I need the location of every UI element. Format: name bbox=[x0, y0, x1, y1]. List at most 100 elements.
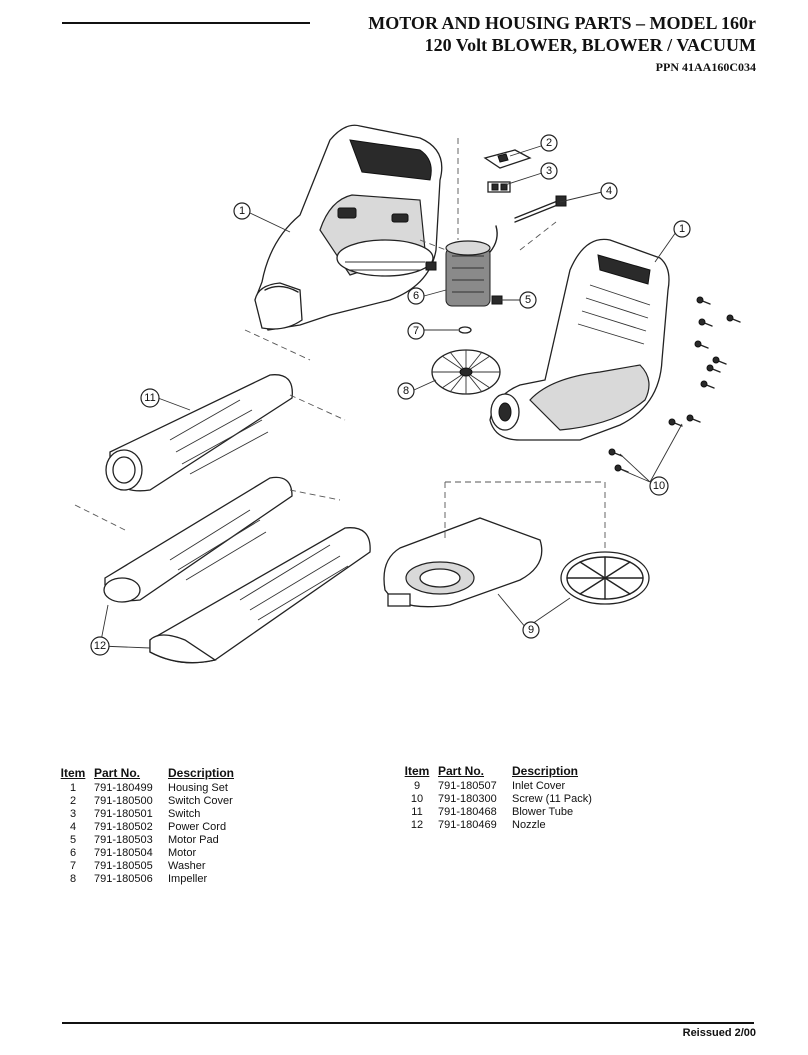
page-title: MOTOR AND HOUSING PARTS – MODEL 160r 120… bbox=[368, 12, 756, 76]
parts-table-left: Item Part No. Description 1 791-180499 Hou… bbox=[58, 766, 234, 886]
item-number: 9 bbox=[413, 780, 421, 792]
callout-label: 11 bbox=[144, 392, 155, 404]
footer-rule bbox=[62, 1022, 754, 1024]
callout-label: 12 bbox=[94, 640, 106, 652]
item-number: 5 bbox=[69, 834, 77, 846]
part-description: Washer bbox=[168, 860, 206, 872]
table-row: 6 791-180504 Motor bbox=[58, 847, 234, 860]
table-row: 2 791-180500 Switch Cover bbox=[58, 795, 234, 808]
callout-8: 8 bbox=[397, 382, 415, 400]
item-number: 8 bbox=[69, 873, 77, 885]
part-number: 791-180468 bbox=[438, 806, 497, 818]
part-description: Impeller bbox=[168, 873, 208, 885]
table-header-row: Item Part No. Description bbox=[402, 764, 592, 780]
callout-4: 4 bbox=[600, 182, 618, 200]
part-number: 791-180501 bbox=[94, 808, 153, 820]
part-number: 791-180503 bbox=[94, 834, 153, 846]
part-number: 791-180502 bbox=[94, 821, 153, 833]
table-row: 11 791-180468 Blower Tube bbox=[402, 806, 592, 819]
footer-reissue-date: Reissued 2/00 bbox=[682, 1027, 756, 1039]
callout-label: 6 bbox=[413, 290, 419, 302]
nozzle-tube bbox=[103, 476, 293, 603]
left-housing-half bbox=[254, 124, 443, 331]
callout-label: 8 bbox=[403, 385, 409, 397]
callout-label: 3 bbox=[546, 165, 552, 177]
part-description: Switch bbox=[168, 808, 201, 820]
impeller bbox=[431, 349, 501, 395]
table-row: 12 791-180469 Nozzle bbox=[402, 819, 592, 832]
part-number-line: PPN 41AA160C034 bbox=[655, 60, 756, 74]
callout-1a: 1 bbox=[233, 202, 251, 220]
part-description: Switch Cover bbox=[168, 795, 233, 807]
item-number: 10 bbox=[410, 793, 424, 805]
callout-2: 2 bbox=[540, 134, 558, 152]
callout-label: 5 bbox=[525, 294, 531, 306]
column-header-description: Description bbox=[512, 764, 579, 778]
table-header-row: Item Part No. Description bbox=[58, 766, 234, 782]
part-number: 791-180300 bbox=[438, 793, 497, 805]
table-row: 10 791-180300 Screw (11 Pack) bbox=[402, 793, 592, 806]
washer bbox=[458, 326, 472, 334]
part-number: 791-180507 bbox=[438, 780, 497, 792]
table-row: 9 791-180507 Inlet Cover bbox=[402, 780, 592, 793]
parts-table-right: Item Part No. Description 9 791-180507 Inl… bbox=[402, 764, 592, 832]
switch-cover bbox=[483, 149, 532, 169]
switch bbox=[487, 181, 511, 193]
part-number: 791-180504 bbox=[94, 847, 153, 859]
part-description: Nozzle bbox=[512, 819, 546, 831]
callout-label: 2 bbox=[546, 137, 552, 149]
callout-label: 4 bbox=[606, 185, 612, 197]
item-number: 1 bbox=[69, 782, 77, 794]
motor bbox=[445, 225, 498, 307]
part-number: 791-180505 bbox=[94, 860, 153, 872]
item-number: 7 bbox=[69, 860, 77, 872]
motor-pad bbox=[425, 261, 437, 271]
item-number: 4 bbox=[69, 821, 77, 833]
column-header-part-no: Part No. bbox=[438, 764, 485, 778]
part-description: Power Cord bbox=[168, 821, 227, 833]
right-housing-half bbox=[489, 238, 670, 441]
part-number: 791-180500 bbox=[94, 795, 153, 807]
callout-12: 12 bbox=[90, 636, 110, 656]
callout-3: 3 bbox=[540, 162, 558, 180]
item-number: 3 bbox=[69, 808, 77, 820]
callout-label: 7 bbox=[413, 325, 419, 337]
header-rule bbox=[62, 22, 310, 24]
nozzle-flat bbox=[149, 527, 371, 664]
item-number: 12 bbox=[410, 819, 424, 831]
callout-10: 10 bbox=[649, 476, 669, 496]
callout-6: 6 bbox=[407, 287, 425, 305]
item-number: 6 bbox=[69, 847, 77, 859]
part-description: Housing Set bbox=[168, 782, 228, 794]
table-row: 4 791-180502 Power Cord bbox=[58, 821, 234, 834]
callout-5: 5 bbox=[519, 291, 537, 309]
part-number: 791-180469 bbox=[438, 819, 497, 831]
callout-label: 1 bbox=[679, 223, 685, 235]
table-row: 3 791-180501 Switch bbox=[58, 808, 234, 821]
part-description: Blower Tube bbox=[512, 806, 574, 818]
callout-label: 9 bbox=[528, 624, 534, 636]
part-description: Screw (11 Pack) bbox=[512, 793, 592, 805]
exploded-parts-diagram: 1 2 3 4 1 6 5 7 8 11 10 9 12 bbox=[74, 124, 741, 664]
part-number: 791-180499 bbox=[94, 782, 153, 794]
blower-tube bbox=[105, 374, 293, 492]
inlet-cover bbox=[383, 517, 543, 608]
part-description: Motor bbox=[168, 847, 197, 859]
table-row: 1 791-180499 Housing Set bbox=[58, 782, 234, 795]
column-header-description: Description bbox=[168, 766, 235, 780]
inlet-grate bbox=[560, 551, 650, 605]
column-header-item: Item bbox=[60, 766, 86, 780]
callout-7: 7 bbox=[407, 322, 425, 340]
item-number: 2 bbox=[69, 795, 77, 807]
item-number: 11 bbox=[411, 806, 423, 818]
callout-label: 1 bbox=[239, 205, 245, 217]
part-description: Inlet Cover bbox=[512, 780, 566, 792]
callout-9: 9 bbox=[522, 621, 540, 639]
callout-label: 10 bbox=[653, 480, 665, 492]
alignment-lines bbox=[74, 138, 606, 550]
callout-11: 11 bbox=[140, 388, 160, 408]
column-header-item: Item bbox=[404, 764, 430, 778]
table-row: 7 791-180505 Washer bbox=[58, 860, 234, 873]
